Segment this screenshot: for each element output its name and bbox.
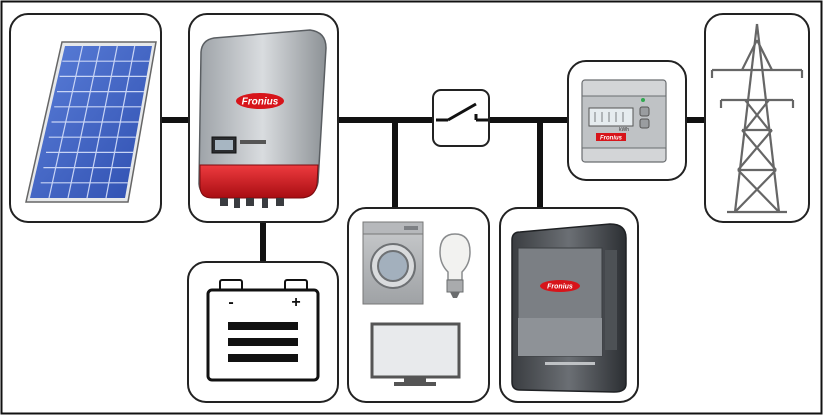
utility-grid-box: [704, 13, 810, 223]
meter-unit-label: kWh: [619, 127, 629, 133]
consumers-box: [347, 207, 490, 403]
battery-icon: - +: [206, 279, 320, 382]
backup-enclosure-icon: Fronius: [511, 223, 627, 393]
washing-machine-icon: [362, 221, 424, 305]
power-pylon-icon: [710, 23, 804, 214]
smart-meter-box: kWh Fronius: [567, 60, 687, 181]
meter-icon: kWh Fronius: [581, 79, 667, 163]
light-bulb-icon: [439, 233, 471, 298]
meter-logo: Fronius: [600, 136, 623, 142]
battery-storage-box: - +: [187, 261, 339, 403]
wiring: [160, 117, 707, 262]
battery-plus-label: +: [291, 294, 300, 311]
switch-icon: [436, 102, 488, 122]
backup-box: Fronius: [499, 207, 639, 403]
inverter-logo: Fronius: [242, 97, 279, 108]
battery-minus-label: -: [228, 294, 233, 311]
inverter-box: Fronius: [188, 13, 339, 223]
grid-switch-box: [432, 89, 490, 147]
inverter-icon: Fronius: [198, 29, 327, 208]
tv-icon: [370, 322, 461, 386]
pv-array-box: [9, 13, 162, 223]
solar-panel-icon: [25, 41, 157, 203]
backup-logo: Fronius: [547, 284, 573, 291]
